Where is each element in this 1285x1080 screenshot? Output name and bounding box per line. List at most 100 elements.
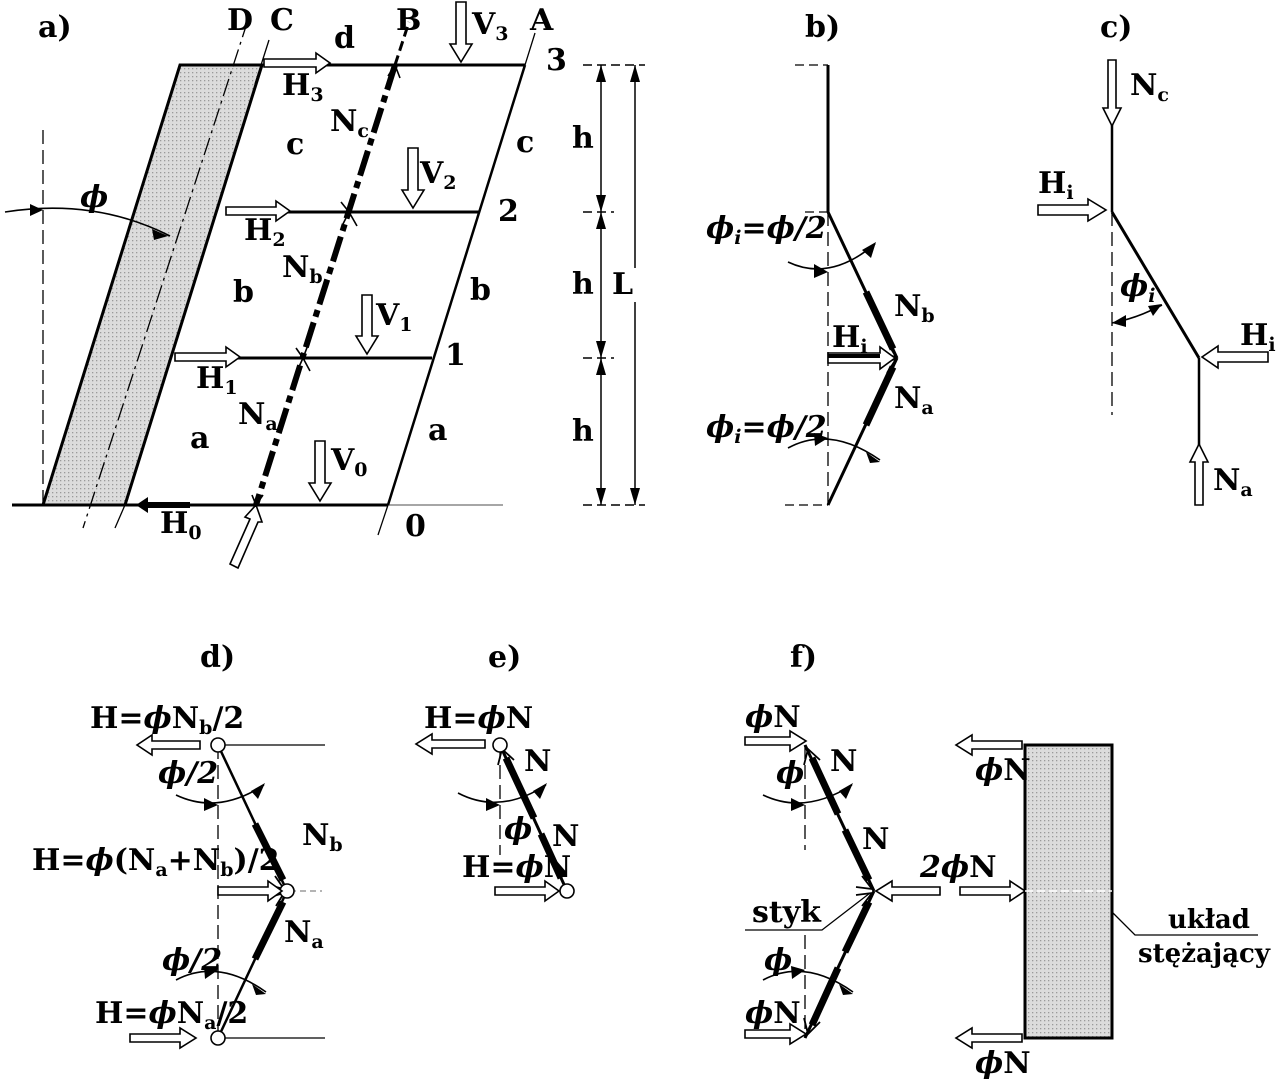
zone-label-c-right: c xyxy=(516,125,534,160)
joint-leader-line xyxy=(745,892,871,931)
axial-force-na-label: Na xyxy=(894,381,934,419)
zone-label-a-right: a xyxy=(428,413,447,448)
top-hinge xyxy=(210,737,226,753)
column-b xyxy=(253,64,398,506)
panel-e: e) H=ϕN N ϕ N H=ϕN xyxy=(414,640,579,903)
phi-arrowhead-left xyxy=(30,204,43,216)
panel-d-label: d) xyxy=(200,640,235,675)
column-b-node-arrows xyxy=(251,63,401,507)
force-v0-arrow xyxy=(307,440,333,503)
top-hinge xyxy=(492,737,508,753)
zone-label-b-right: b xyxy=(470,273,491,308)
force-h0-arrow xyxy=(136,497,190,513)
dimension-h-label-bottom: h xyxy=(572,414,594,449)
force-h3-arrow xyxy=(263,51,332,75)
axial-force-nb-label: Nb xyxy=(302,818,343,856)
inclined-member xyxy=(1110,211,1201,359)
force-phin-brace-top-arrow xyxy=(954,733,1023,757)
force-na-arrow xyxy=(1188,442,1210,506)
dimension-arrowheads xyxy=(596,65,640,505)
force-top-label: H=ϕNb/2 xyxy=(90,701,244,739)
centerline-d xyxy=(82,19,249,529)
force-h3-label: H3 xyxy=(282,68,324,106)
panel-c: c) Nc Hi Hi ϕi Na xyxy=(1037,10,1276,506)
force-h1-arrow xyxy=(174,345,242,369)
angle-label-lower: ϕ/2 xyxy=(162,943,222,978)
line-label-d: D xyxy=(227,3,253,38)
force-h2-arrow xyxy=(225,199,292,223)
force-bottom-label: H=ϕNa/2 xyxy=(95,996,248,1034)
line-label-b: B xyxy=(396,3,421,38)
force-bottom-label: H=ϕN xyxy=(462,850,571,885)
force-v2-label: V2 xyxy=(419,156,457,194)
joint-label: styk xyxy=(752,895,822,930)
dimension-h-label-top: h xyxy=(572,121,594,156)
panel-f-label: f) xyxy=(790,640,817,675)
force-hi-lower-label: Hi xyxy=(1240,318,1276,356)
inclined-bracing-member xyxy=(40,63,265,507)
force-h0-label: H0 xyxy=(160,506,202,544)
panel-c-label: c) xyxy=(1100,10,1132,45)
panel-f: f) ϕN N ϕ N 2ϕN styk ϕ ϕN xyxy=(744,640,1271,1080)
panel-d: d) H=ϕNb/2 ϕ/2 Nb H=ϕ(Na+Nb)/2 Na ϕ/2 H=… xyxy=(32,640,343,1050)
angle-arc-lower xyxy=(175,970,267,993)
phi-arrowhead-right xyxy=(152,229,168,240)
force-2phin-left-arrow xyxy=(874,879,941,903)
force-middle-label: H=ϕ(Na+Nb)/2 xyxy=(32,843,280,881)
axial-force-nc-label: Nc xyxy=(330,104,369,142)
axial-force-middle-label: N xyxy=(862,822,889,857)
phi-label-upper: ϕ xyxy=(776,756,804,791)
column-a xyxy=(386,64,527,506)
phi-i-label: ϕi xyxy=(1120,269,1155,307)
axial-force-lower-label: N xyxy=(552,819,579,854)
axial-force-upper-label: N xyxy=(830,744,857,779)
force-phin-bottom-arrow xyxy=(744,1022,808,1046)
force-top-arrow xyxy=(414,732,486,756)
force-phin-bottom-label: ϕN xyxy=(745,996,801,1031)
force-phin-brace-bottom-arrow xyxy=(954,1026,1023,1050)
bracing-system-label-line2: stężający xyxy=(1138,939,1271,969)
bottom-hinge xyxy=(210,1030,226,1046)
force-phin-brace-bottom-label: ϕN xyxy=(975,1046,1031,1080)
level-label-2: 2 xyxy=(498,194,519,229)
column-a-bottom-extension xyxy=(377,504,389,536)
column-a-top-extension xyxy=(524,32,536,66)
phi-angle-arc xyxy=(4,207,171,237)
force-hi-label: Hi xyxy=(832,320,868,358)
axial-force-upper-label: N xyxy=(524,744,551,779)
bracing-leader-line xyxy=(1111,911,1258,936)
line-c-top xyxy=(254,39,270,85)
bracing-system-label-line1: układ xyxy=(1168,905,1250,935)
dimension-h-label-middle: h xyxy=(572,267,594,302)
panel-a-label: a) xyxy=(38,10,72,45)
panel-a: a) xyxy=(4,1,645,570)
axial-force-na-label: Na xyxy=(1213,463,1253,501)
force-v1-arrow xyxy=(354,294,380,356)
force-hi-upper-label: Hi xyxy=(1038,166,1074,204)
bottom-reaction-arrow xyxy=(228,503,264,570)
force-v0-label: V0 xyxy=(330,443,368,481)
phi-angle-arc-lower xyxy=(762,970,854,993)
axial-force-nb-label: Nb xyxy=(282,250,323,288)
angle-arc-lower xyxy=(787,438,881,461)
phi-label: ϕ xyxy=(504,812,532,847)
line-label-a: A xyxy=(529,3,554,38)
axial-force-na-label: Na xyxy=(238,397,278,435)
force-top-label: H=ϕN xyxy=(424,701,533,736)
line-c-bottom xyxy=(114,497,129,529)
line-label-c: C xyxy=(270,3,294,38)
force-hi-lower-arrow xyxy=(1200,344,1269,370)
force-phin-brace-top-label: ϕN xyxy=(975,753,1031,788)
force-phin-top-arrow xyxy=(744,729,808,753)
angle-label-upper: ϕ/2 xyxy=(158,756,218,791)
panel-b: b) ϕi=ϕ/2 ϕi=ϕ/2 Hi Nb Na xyxy=(706,10,935,506)
level-label-1: 1 xyxy=(445,338,466,373)
force-bottom-arrow xyxy=(494,879,561,903)
force-h2-label: H2 xyxy=(244,213,286,251)
force-nc-arrow xyxy=(1101,59,1123,128)
force-h1-label: H1 xyxy=(196,361,238,399)
panel-e-label: e) xyxy=(488,640,521,675)
zone-label-b-left: b xyxy=(233,275,254,310)
force-v1-label: V1 xyxy=(375,298,413,336)
